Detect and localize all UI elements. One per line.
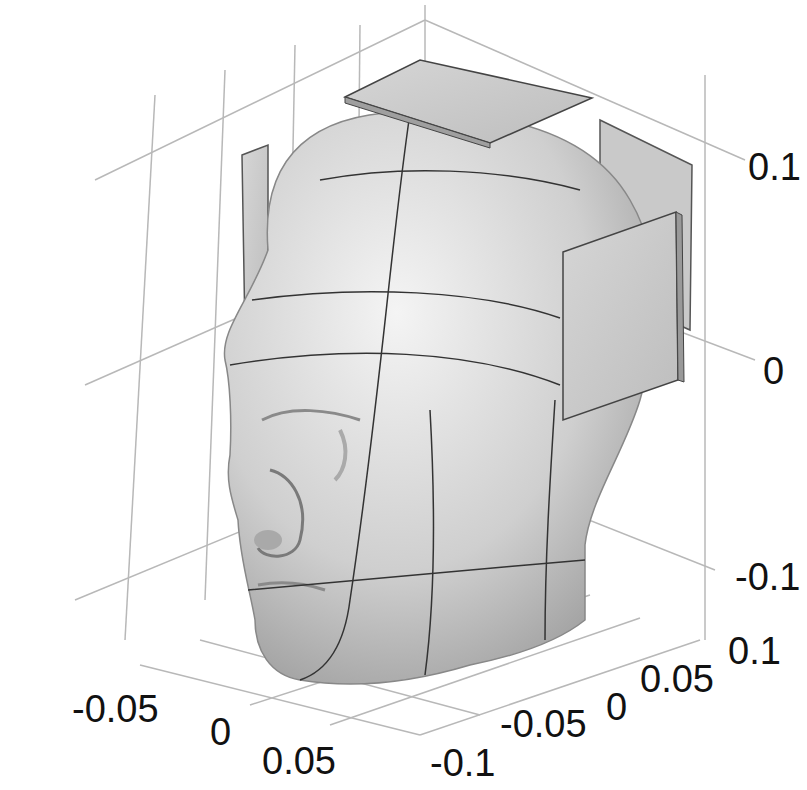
axis-tick-label: -0.1: [735, 558, 800, 596]
axis-tick-label: 0.05: [262, 742, 336, 780]
axis-tick-label: 0: [763, 352, 784, 390]
axis-tick-label: 0: [606, 688, 627, 726]
axis-tick-label: 0.05: [640, 660, 714, 698]
axis-tick-label: 0: [210, 713, 231, 751]
axis-tick-label: 0.1: [748, 148, 801, 186]
grid-lines: [75, 5, 755, 735]
axis-tick-label: -0.05: [500, 705, 587, 743]
axis-tick-label: -0.1: [430, 744, 495, 782]
axis-tick-label: 0.1: [728, 632, 781, 670]
axis-tick-label: -0.05: [72, 690, 159, 728]
